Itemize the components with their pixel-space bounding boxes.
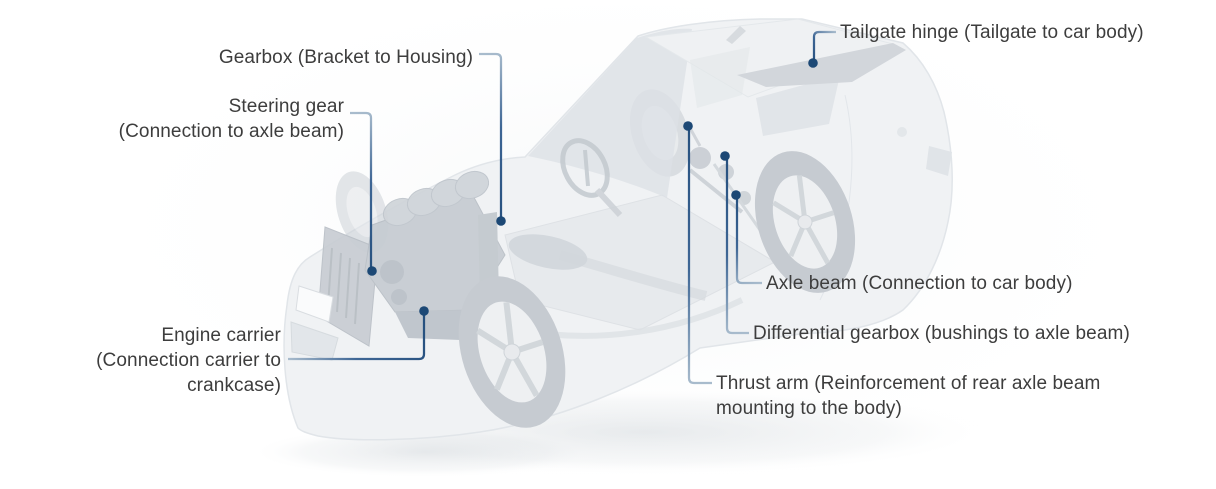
leader-line-engine-carrier: [288, 313, 426, 361]
steering-wheel: [560, 138, 623, 218]
leader-line-tailgate-hinge: [812, 30, 836, 62]
leader-line-thrust-arm: [687, 128, 712, 385]
marker-dot-tailgate-hinge: [808, 58, 818, 68]
antenna-fin: [726, 26, 746, 44]
pulley: [380, 260, 404, 284]
windshield: [528, 28, 692, 199]
crankcase: [395, 310, 470, 340]
leader-line-differential-gearbox: [725, 158, 749, 335]
fuel-cap: [897, 127, 907, 137]
rear-quarter-window: [756, 75, 840, 136]
marker-dot-engine-carrier: [419, 306, 429, 316]
leader-line-steering-gear: [350, 111, 373, 270]
license-plate: [295, 285, 334, 323]
rear-wheel: [754, 151, 856, 293]
rear-spoiler: [737, 43, 906, 87]
engine: [317, 170, 588, 347]
marker-dot-steering-gear: [367, 266, 377, 276]
marker-dot-thrust-arm: [683, 121, 693, 131]
rear-lamp: [926, 146, 952, 176]
marker-dot-differential-gearbox: [720, 151, 730, 161]
leader-line-axle-beam: [735, 197, 762, 285]
intake-manifold: [382, 170, 490, 227]
side-window: [690, 47, 750, 108]
marker-dot-axle-beam: [731, 190, 741, 200]
front-wheel: [458, 276, 566, 428]
pulley-small: [391, 289, 407, 305]
leader-line-gearbox: [479, 52, 503, 221]
marker-dot-gearbox: [496, 216, 506, 226]
gearbox-housing: [508, 234, 588, 270]
